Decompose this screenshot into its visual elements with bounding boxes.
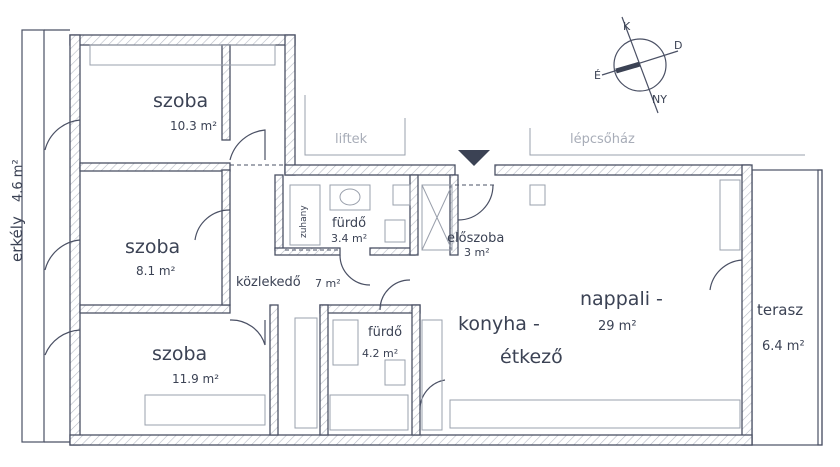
room-name: étkező (500, 346, 563, 368)
compass-north: K (623, 20, 631, 33)
compass-west: É (594, 69, 601, 82)
room-name: konyha - (458, 313, 540, 335)
room-name: szoba (125, 236, 180, 258)
room-area: 4.6 m² (11, 159, 26, 202)
room-name: előszoba (447, 231, 504, 246)
entrance-marker (458, 150, 490, 166)
room-name: szoba (153, 90, 208, 112)
doors (44, 119, 743, 411)
room-area: 11.9 m² (172, 372, 219, 386)
outer-walls (69, 34, 753, 446)
room-name: közlekedő (236, 275, 301, 290)
room-name: terasz (757, 301, 803, 319)
room-area: 8.1 m² (136, 264, 176, 278)
compass: K D É NY (594, 16, 682, 114)
svg-text:lépcsőház: lépcsőház (570, 132, 635, 147)
compass-south: NY (652, 93, 667, 106)
room-area: 3.4 m² (331, 232, 367, 245)
room-name: nappali - (580, 288, 663, 310)
interior-walls (79, 44, 459, 436)
room-area: 6.4 m² (762, 339, 805, 354)
room-name: fürdő (332, 216, 366, 231)
room-name: fürdő (368, 325, 402, 340)
room-name: erkély (8, 216, 26, 262)
fixtures (89, 44, 741, 431)
compass-east: D (674, 39, 682, 52)
stairwell-area: lépcsőház (529, 128, 805, 156)
shower-label: zuhany (299, 205, 309, 238)
lift-area: liftek (304, 95, 406, 156)
room-name: szoba (152, 343, 207, 365)
svg-text:liftek: liftek (335, 132, 368, 147)
balcony-erkely (21, 29, 70, 443)
room-area: 29 m² (598, 319, 637, 334)
room-area: 4.2 m² (362, 347, 398, 360)
room-area: 10.3 m² (170, 119, 217, 133)
room-area: 7 m² (315, 277, 341, 290)
room-area: 3 m² (464, 246, 490, 259)
